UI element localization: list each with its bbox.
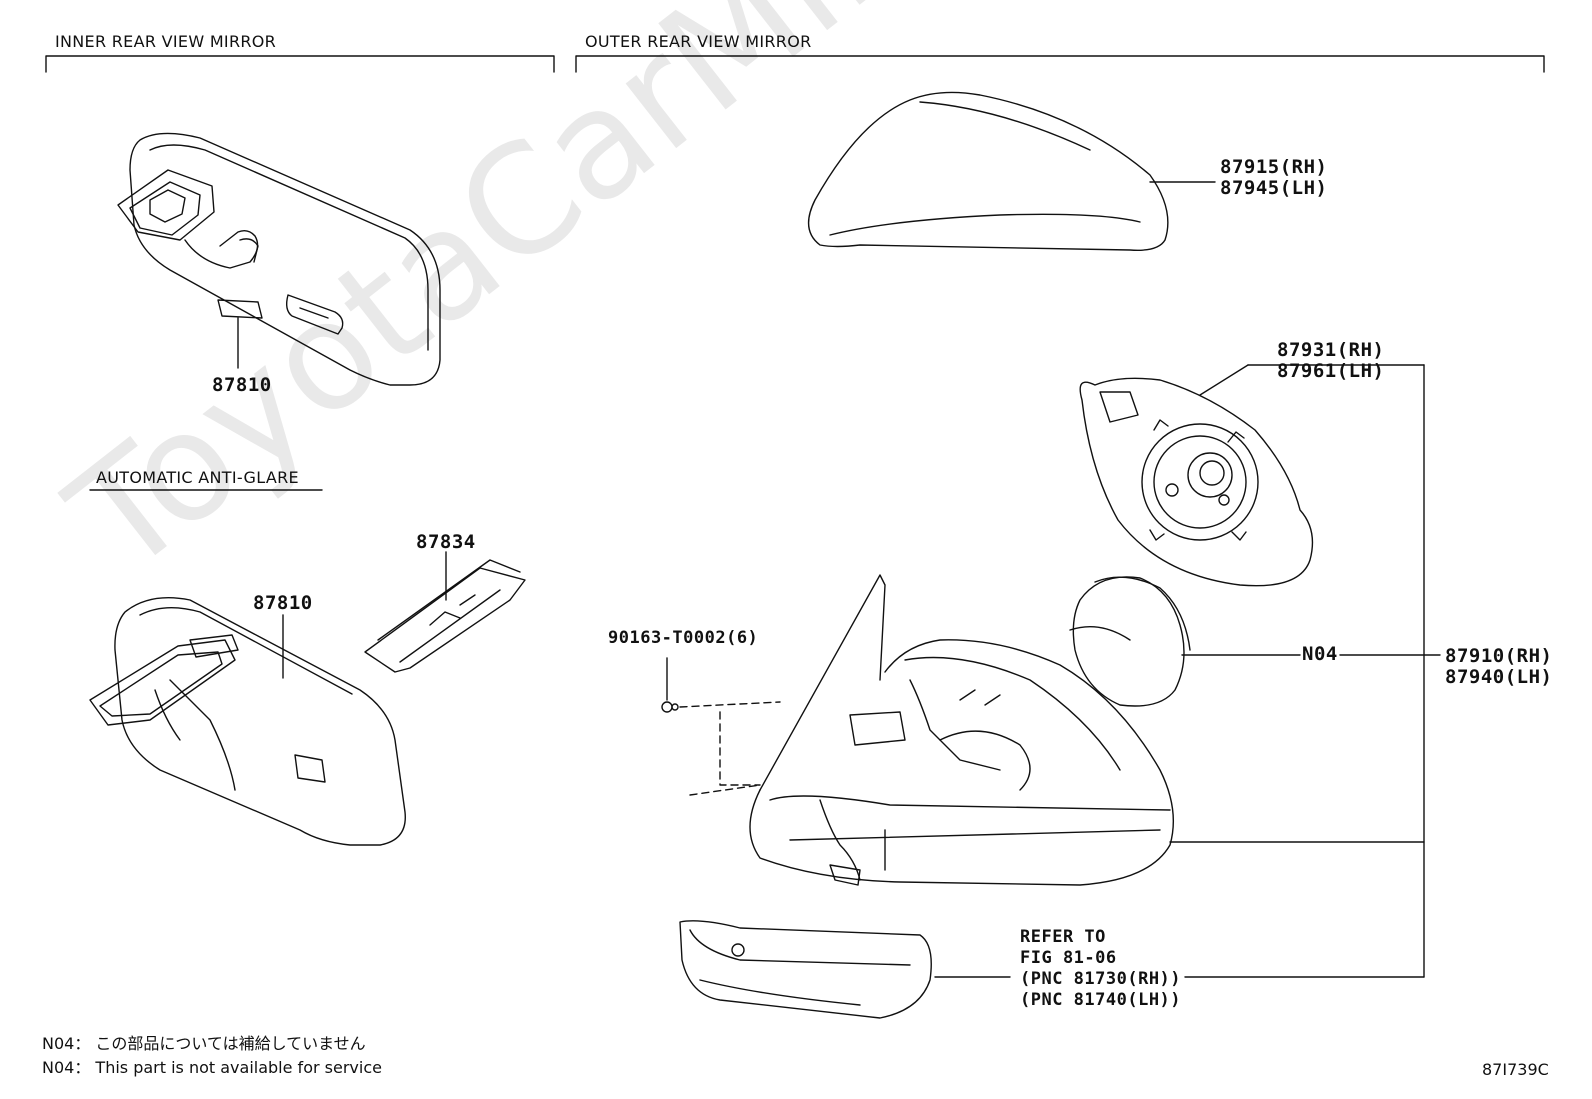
- part-assembly-rh: 87910(RH): [1445, 645, 1553, 667]
- part-glass-rh: 87931(RH): [1277, 339, 1385, 361]
- part-cover-lh: 87945(LH): [1220, 177, 1328, 199]
- refer-line-2: FIG 81-06: [1020, 948, 1117, 968]
- outer-section-bracket: [575, 55, 1545, 73]
- part-glass: 87931(RH) 87961(LH): [1277, 340, 1384, 382]
- part-cover-rh: 87915(RH): [1220, 156, 1328, 178]
- inner-mirror-header: INNER REAR VIEW MIRROR: [55, 32, 277, 51]
- part-assembly: 87910(RH) 87940(LH): [1445, 646, 1552, 688]
- part-87810-inner: 87810: [212, 374, 272, 396]
- figure-id: 87I739C: [1482, 1060, 1549, 1079]
- outer-mirror-header: OUTER REAR VIEW MIRROR: [585, 32, 812, 51]
- mirror-assembly-drawing: [661, 574, 1425, 886]
- note-jp: N04： この部品については補給していません: [42, 1034, 366, 1053]
- part-cover: 87915(RH) 87945(LH): [1220, 157, 1327, 199]
- refer-line-3: (PNC 81730(RH)): [1020, 969, 1182, 989]
- auto-mirror-drawing: [89, 597, 406, 846]
- refer-line-1: REFER TO: [1020, 927, 1106, 947]
- auto-anti-glare-header: AUTOMATIC ANTI-GLARE: [96, 468, 299, 487]
- inner-mirror-drawing: [117, 132, 441, 386]
- refer-line-4: (PNC 81740(LH)): [1020, 990, 1182, 1010]
- part-87810-auto: 87810: [253, 592, 313, 614]
- note-en: N04： This part is not available for serv…: [42, 1058, 382, 1077]
- part-n04: N04: [1302, 643, 1338, 665]
- mirror-actuator-drawing: [1069, 576, 1425, 707]
- turn-signal-drawing: [679, 920, 1425, 1019]
- part-87834: 87834: [416, 531, 476, 553]
- part-assembly-lh: 87940(LH): [1445, 666, 1553, 688]
- part-screw: 90163-T0002(6): [608, 628, 759, 648]
- mirror-glass-drawing: [1079, 364, 1425, 587]
- sensor-cover-drawing: [364, 551, 526, 673]
- mirror-cover-drawing: [807, 91, 1216, 251]
- inner-section-bracket: [45, 55, 555, 73]
- part-glass-lh: 87961(LH): [1277, 360, 1385, 382]
- refer-block: REFER TO FIG 81-06 (PNC 81730(RH)) (PNC …: [1020, 927, 1181, 1011]
